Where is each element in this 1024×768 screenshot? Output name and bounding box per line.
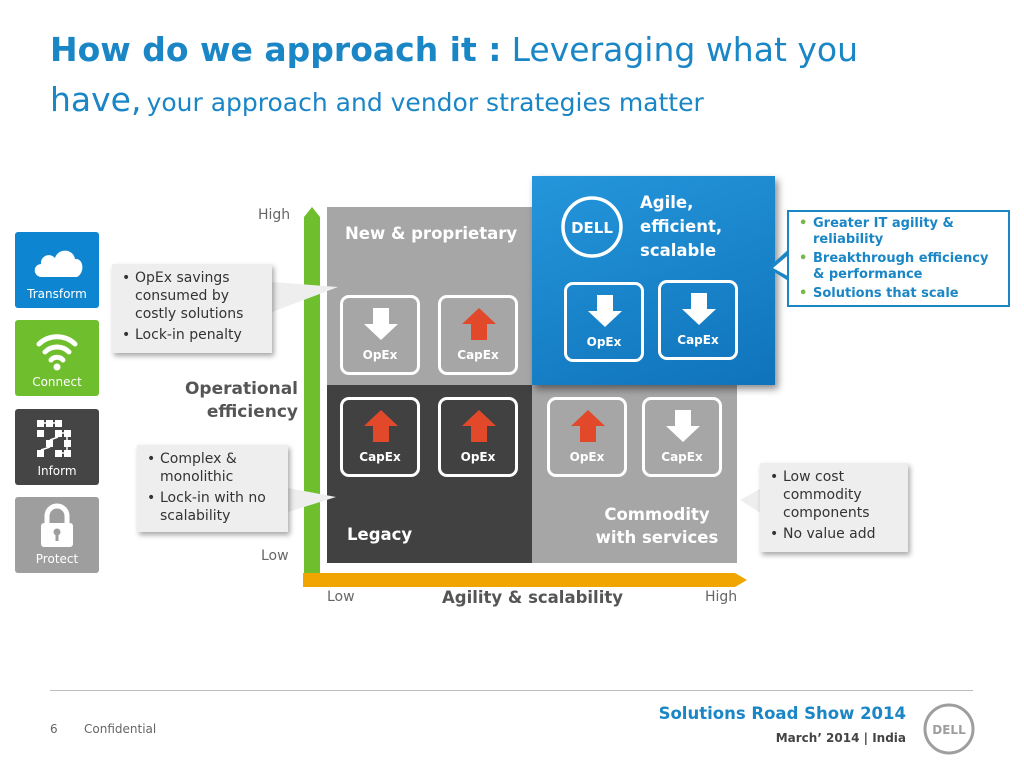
card-opex: OpEx xyxy=(340,295,420,375)
card-capex: CapEx xyxy=(340,397,420,477)
callout-bullet: Complex & monolithic xyxy=(147,450,278,486)
wifi-icon xyxy=(36,334,78,371)
sidebar-tile-transform[interactable]: Transform xyxy=(15,232,99,308)
arrow-up-icon xyxy=(462,308,496,340)
y-axis-arrow xyxy=(304,207,320,573)
event-date-location: March’ 2014 | India xyxy=(775,731,906,745)
callout-commodity: Low cost commodity components No value a… xyxy=(760,463,908,552)
y-axis-title-line2: efficiency xyxy=(206,402,298,422)
agile-title-line1: Agile, xyxy=(640,193,694,212)
y-axis-title-line1: Operational xyxy=(184,379,298,399)
agile-title-line2: efficient, xyxy=(640,217,723,236)
benefit-bullet: Greater IT agility & reliability xyxy=(799,216,1000,248)
tile-label: Protect xyxy=(35,552,79,566)
tile-label: Transform xyxy=(27,287,87,301)
card-label: CapEx xyxy=(677,333,719,347)
lock-icon xyxy=(41,503,73,547)
card-label: CapEx xyxy=(661,450,703,464)
y-axis-title: Operational efficiency xyxy=(160,378,298,424)
card-label: OpEx xyxy=(586,335,622,349)
x-axis-arrow xyxy=(303,573,747,587)
arrow-up-icon xyxy=(462,410,496,442)
title-part3: your approach and vendor strategies matt… xyxy=(146,88,704,117)
arrow-up-icon xyxy=(571,410,605,442)
footer-divider xyxy=(50,690,973,691)
arrow-down-icon xyxy=(666,410,700,442)
callout-bullet: OpEx savings consumed by costly solution… xyxy=(122,269,262,323)
title-part1: Leveraging what you xyxy=(511,30,859,69)
benefit-bullet: Breakthrough efficiency & performance xyxy=(799,251,1000,283)
slide-title: How do we approach it : Leveraging what … xyxy=(50,28,980,128)
card-opex: OpEx xyxy=(547,397,627,477)
card-capex: CapEx xyxy=(642,397,722,477)
card-capex: CapEx xyxy=(438,295,518,375)
card-opex: OpEx xyxy=(438,397,518,477)
card-capex: CapEx xyxy=(658,280,738,360)
commodity-title-line2: with services xyxy=(595,528,719,547)
callout-new-proprietary: OpEx savings consumed by costly solution… xyxy=(112,264,272,353)
dell-logo-text: DELL xyxy=(571,219,613,237)
commodity-title-line1: Commodity xyxy=(604,505,710,524)
card-label: CapEx xyxy=(457,348,499,362)
quadrant-agile-efficient-scalable xyxy=(532,176,775,385)
card-label: OpEx xyxy=(460,450,496,464)
callout-bullet: Low cost commodity components xyxy=(770,468,898,522)
card-label: CapEx xyxy=(359,450,401,464)
quadrant-title-new-proprietary: New & proprietary xyxy=(345,224,518,243)
x-axis-title: Agility & scalability xyxy=(442,588,624,607)
arrow-down-icon xyxy=(588,295,622,327)
arrow-down-icon xyxy=(682,293,716,325)
footer-dell-logo-text: DELL xyxy=(932,723,966,737)
title-part2: have, xyxy=(50,80,142,119)
sidebar-tile-inform[interactable]: Inform xyxy=(15,409,99,485)
dell-logo-icon: DELL xyxy=(561,196,623,258)
callout-legacy: Complex & monolithic Lock-in with no sca… xyxy=(137,445,288,532)
y-axis-high-label: High xyxy=(258,207,291,223)
cloud-icon xyxy=(34,250,83,277)
card-label: OpEx xyxy=(362,348,398,362)
tile-label: Inform xyxy=(37,464,77,478)
event-name: Solutions Road Show 2014 xyxy=(658,704,906,723)
callout-bullet: Lock-in penalty xyxy=(122,326,262,344)
x-axis-high-label: High xyxy=(705,589,738,605)
title-bold: How do we approach it : xyxy=(50,30,502,69)
card-opex: OpEx xyxy=(564,282,644,362)
arrow-up-icon xyxy=(364,410,398,442)
sidebar-tile-connect[interactable]: Connect xyxy=(15,320,99,396)
agile-title-line3: scalable xyxy=(640,241,717,260)
callout-bullet: No value add xyxy=(770,525,898,543)
sidebar-tile-protect[interactable]: Protect xyxy=(15,497,99,573)
quadrant-title-agile: Agile, efficient, scalable xyxy=(640,191,722,263)
y-axis-low-label: Low xyxy=(261,548,289,564)
callout-bullet: Lock-in with no scalability xyxy=(147,489,278,525)
arrow-down-icon xyxy=(364,308,398,340)
quadrant-title-legacy: Legacy xyxy=(347,525,413,544)
callout-agile-benefits: Greater IT agility & reliability Breakth… xyxy=(787,210,1010,307)
benefit-bullet: Solutions that scale xyxy=(799,286,1000,302)
tile-label: Connect xyxy=(32,375,82,389)
confidential-label: Confidential xyxy=(84,722,157,736)
quadrant-title-commodity: Commodity with services xyxy=(580,503,734,549)
footer-dell-logo-icon: DELL xyxy=(923,703,975,755)
page-number: 6 xyxy=(50,722,58,736)
x-axis-low-label: Low xyxy=(327,589,355,605)
network-icon xyxy=(37,420,71,457)
card-label: OpEx xyxy=(569,450,605,464)
